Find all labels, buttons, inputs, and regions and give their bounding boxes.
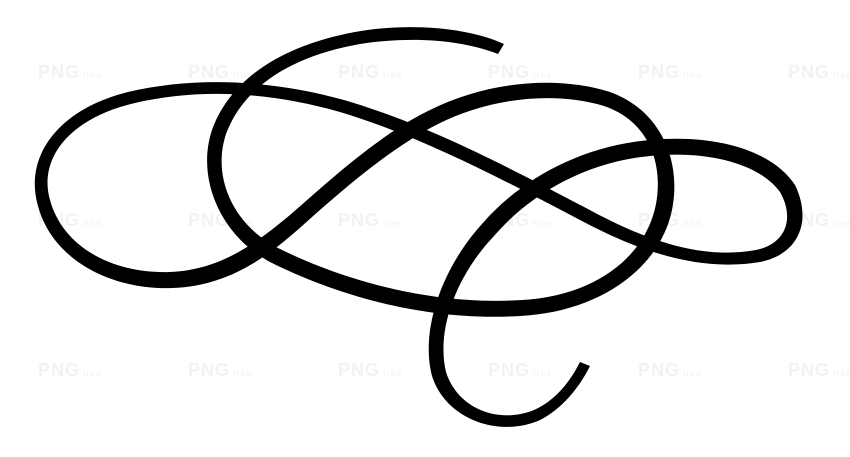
flourish-stroke-upper-left — [34, 27, 803, 427]
